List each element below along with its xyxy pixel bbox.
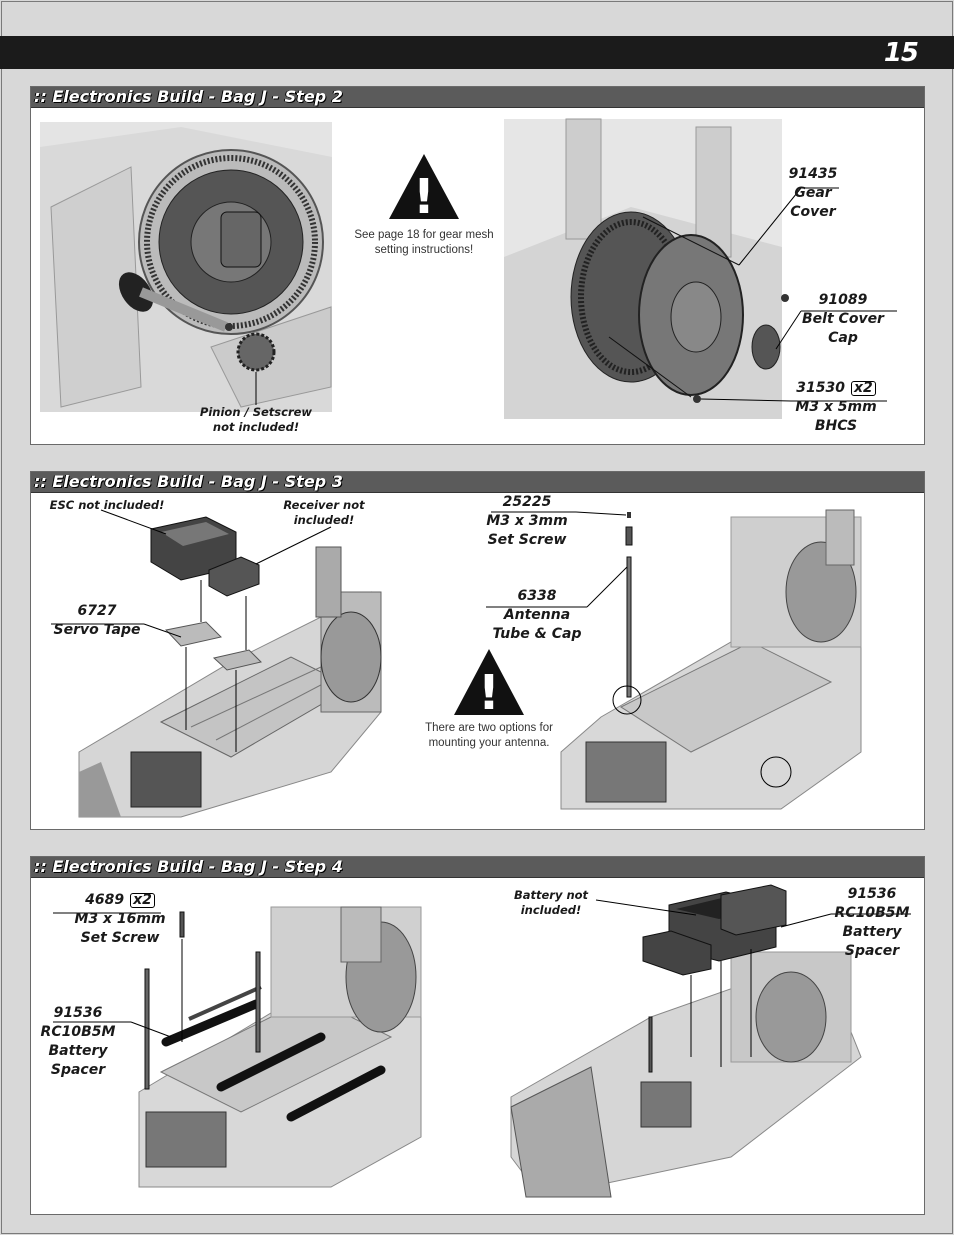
step3-part-6338: 6338 Antenna Tube & Cap xyxy=(492,588,582,642)
step3-warning-text: There are two options for mounting your … xyxy=(425,722,553,749)
step3-part-6727: 6727 Servo Tape xyxy=(53,603,141,638)
step4-illustration xyxy=(53,884,911,1198)
qty-badge: x2 xyxy=(850,381,876,396)
step4-header: :: Electronics Build - Bag J - Step 4 xyxy=(31,857,924,878)
step3-part-25225: 25225 M3 x 3mm Set Screw xyxy=(486,494,568,548)
step2-illustration: ! xyxy=(40,118,897,419)
step4-part-91536-right: 91536 RC10B5M Battery Spacer xyxy=(834,886,910,959)
step3-illustration: ! xyxy=(51,509,862,818)
step2-panel: :: Electronics Build - Bag J - Step 2 ! xyxy=(30,86,925,445)
step3-header: :: Electronics Build - Bag J - Step 3 xyxy=(31,472,924,493)
step2-warning-text: See page 18 for gear mesh setting instru… xyxy=(354,229,494,256)
step2-part-91435: 91435 Gear Cover xyxy=(788,166,838,220)
step2-pinion-note: Pinion / Setscrew not included! xyxy=(199,405,313,434)
page-number: 15 xyxy=(883,38,919,68)
page-header-bar xyxy=(0,36,954,69)
step4-battery-note: Battery not included! xyxy=(513,888,589,917)
step2-title: :: Electronics Build - Bag J - Step 2 xyxy=(34,87,343,106)
step4-part-91536-left: 91536 RC10B5M Battery Spacer xyxy=(40,1005,116,1078)
qty-badge: x2 xyxy=(130,893,155,908)
step4-panel: :: Electronics Build - Bag J - Step 4 xyxy=(30,856,925,1215)
step2-header: :: Electronics Build - Bag J - Step 2 xyxy=(31,87,924,108)
step3-title: :: Electronics Build - Bag J - Step 3 xyxy=(34,472,343,491)
svg-text:!: ! xyxy=(478,665,500,721)
step4-title: :: Electronics Build - Bag J - Step 4 xyxy=(34,857,343,876)
step3-panel: :: Electronics Build - Bag J - Step 3 ! xyxy=(30,471,925,830)
step3-receiver-note: Receiver not included! xyxy=(283,498,365,527)
step2-part-91089: 91089 Belt Cover Cap xyxy=(802,292,884,346)
svg-text:!: ! xyxy=(413,169,435,225)
step3-esc-note: ESC not included! xyxy=(49,498,165,512)
